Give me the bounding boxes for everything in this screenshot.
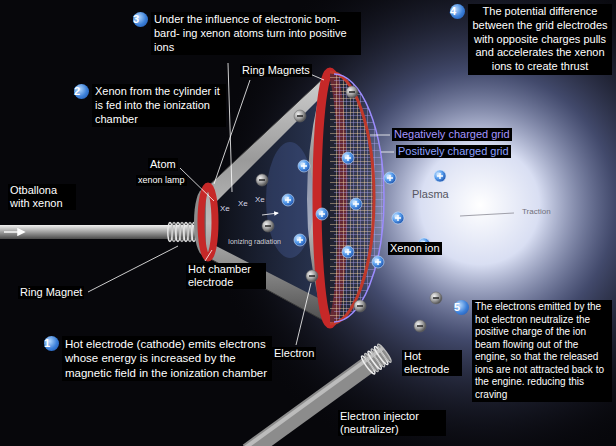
xenon-ions <box>342 152 354 164</box>
electrons <box>430 292 442 304</box>
electrons <box>256 174 268 186</box>
electrons <box>354 300 366 312</box>
neutralizer-tube <box>363 352 379 372</box>
grid-electrodes <box>334 74 384 322</box>
leader-lines <box>381 152 394 153</box>
xenon-ions <box>282 194 294 206</box>
part-label: Hot chamber electrode <box>186 263 266 289</box>
callout: 1Hot electrode (cathode) emits electrons… <box>44 336 272 381</box>
part-label: Otballona with xenon <box>8 184 76 210</box>
leader-lines <box>296 283 311 345</box>
part-label: Ionizing radiation <box>226 238 283 246</box>
leader-lines <box>88 246 178 292</box>
neutralizer-tube <box>370 348 386 368</box>
part-label: xenon lamp <box>136 175 187 186</box>
xenon-ions <box>350 198 362 210</box>
electrons <box>346 86 358 98</box>
electrons <box>294 110 306 122</box>
part-label: Xe <box>236 199 250 209</box>
callout-number: 4 <box>450 4 465 19</box>
part-label: Electron <box>272 347 316 360</box>
part-label: Negatively charged grid <box>392 128 512 141</box>
leader-lines <box>88 63 394 345</box>
part-label: Xenon ion <box>388 242 442 255</box>
callout-text: Hot electrode (cathode) emits electrons … <box>62 336 272 381</box>
part-label: Xe <box>218 204 232 214</box>
electrons <box>256 86 442 332</box>
thrust-arrow <box>460 213 514 216</box>
callout: 3Under the influence of electronic bom- … <box>133 12 361 55</box>
callout: 4The potential difference between the gr… <box>450 4 612 75</box>
grid-electrodes <box>330 72 374 324</box>
magnet-coil <box>168 223 196 242</box>
xenon-feed-pipe <box>4 231 24 232</box>
callout-text: The electrons emitted by the hot electro… <box>472 300 612 402</box>
thrust-arrow <box>460 213 514 216</box>
leader-lines <box>370 135 390 136</box>
part-label: Traction <box>520 207 553 217</box>
xenon-ions <box>282 152 446 268</box>
part-label: Hot electrode <box>402 350 462 376</box>
callout-number: 1 <box>44 336 59 351</box>
grid-electrodes <box>330 72 384 324</box>
xenon-ions <box>384 172 396 184</box>
callout-text: The potential difference between the gri… <box>468 4 612 75</box>
part-label: Xe <box>253 195 267 205</box>
part-label: Atom <box>148 158 178 171</box>
electrons <box>414 320 426 332</box>
xenon-ions <box>434 170 446 182</box>
leader-lines <box>262 213 278 215</box>
grid-electrodes <box>334 74 384 322</box>
callout-number: 3 <box>133 12 148 27</box>
callout: 2Xenon from the cylinder it is fed into … <box>74 84 226 127</box>
neutralizer-tube <box>376 343 392 363</box>
part-label: Positively charged grid <box>396 145 511 158</box>
part-label: Ring Magnets <box>240 64 312 77</box>
callout: 5The electrons emitted by the hot electr… <box>454 300 612 402</box>
xenon-ions <box>298 160 310 172</box>
callout-number: 5 <box>454 300 469 315</box>
xenon-ions <box>316 208 328 220</box>
neutralizer-tube <box>366 350 382 370</box>
ionization-chamber <box>201 186 215 258</box>
callout-number: 2 <box>74 84 89 99</box>
xenon-ions <box>392 212 404 224</box>
part-label: Ring Magnet <box>18 286 84 299</box>
neutralizer-tube <box>360 343 393 375</box>
neutralizer-tube <box>373 345 389 365</box>
neutralizer-tube <box>360 355 376 375</box>
part-label: Electron injector (neutralizer) <box>338 410 446 436</box>
part-label: Plasma <box>410 188 451 201</box>
electrons <box>306 270 318 282</box>
xenon-ions <box>294 234 306 246</box>
xenon-ions <box>342 246 354 258</box>
callout-text: Under the influence of electronic bom- b… <box>151 12 361 55</box>
xenon-ions <box>372 256 384 268</box>
leader-lines <box>205 250 212 261</box>
electrons <box>262 220 274 232</box>
leader-lines <box>310 74 324 80</box>
leader-lines <box>228 63 232 192</box>
callout-text: Xenon from the cylinder it is fed into t… <box>92 84 226 127</box>
